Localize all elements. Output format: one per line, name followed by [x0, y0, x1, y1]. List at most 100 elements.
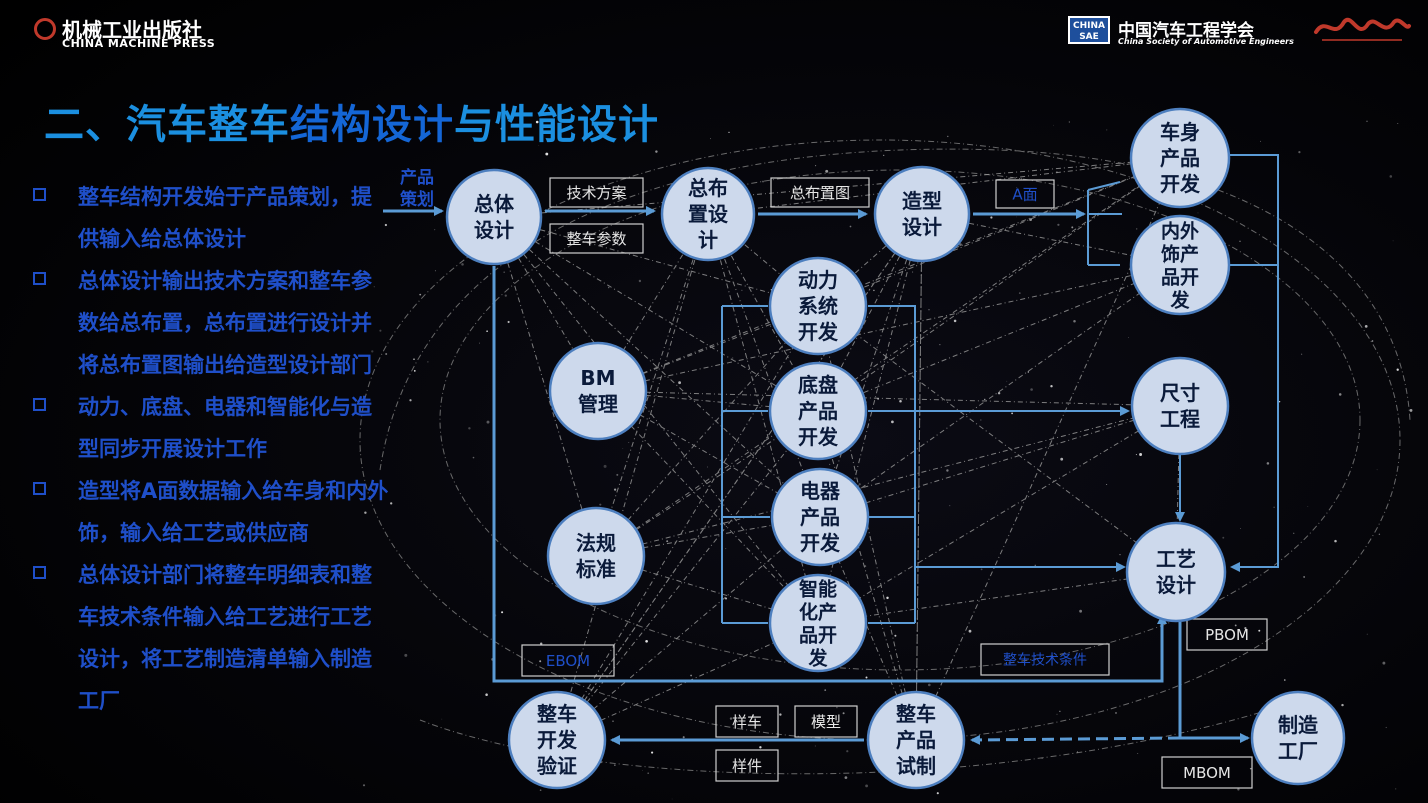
dependency-line — [556, 213, 923, 741]
star — [1385, 726, 1387, 729]
node-zaoxing: 造型设计 — [873, 165, 971, 263]
sae-badge-bottom: SAE — [1079, 32, 1099, 42]
tech-conditions-label-text: 整车技术条件 — [1003, 652, 1087, 669]
star — [557, 326, 558, 328]
pbom-label: PBOM — [1186, 618, 1268, 651]
node-label: 整车产品试制 — [895, 702, 936, 778]
star — [1273, 506, 1275, 508]
node-zongti: 总体设计 — [445, 168, 543, 266]
sample-car-label-text: 样车 — [732, 713, 762, 731]
star — [535, 120, 539, 124]
star — [622, 448, 624, 449]
square-bullet-icon — [33, 188, 46, 201]
node-label: 整车开发验证 — [536, 702, 578, 778]
node-shizhi: 整车产品试制 — [866, 690, 966, 790]
dependency-line — [595, 305, 819, 557]
star — [912, 271, 914, 273]
star — [678, 381, 681, 385]
star — [759, 746, 762, 749]
node-gongyi: 工艺设计 — [1125, 521, 1227, 623]
a-surface-label-text: A面 — [1012, 185, 1037, 203]
gear-icon — [34, 18, 56, 40]
bullet-text: 总体设计输出技术方案和整车参数给总布置，总布置进行设计并将总布置图输出给造型设计… — [78, 269, 372, 377]
star — [849, 225, 852, 228]
star — [507, 320, 510, 324]
star — [980, 568, 983, 571]
node-zhizao: 制造工厂 — [1250, 690, 1346, 786]
dependency-line — [556, 213, 709, 741]
flow-arrow — [492, 266, 1167, 683]
star — [1382, 661, 1386, 665]
star — [616, 473, 619, 476]
star — [603, 464, 607, 468]
star — [1240, 528, 1242, 529]
star — [728, 131, 730, 134]
star — [729, 717, 733, 720]
star — [886, 596, 889, 600]
star — [614, 764, 616, 766]
star — [947, 135, 949, 138]
star — [539, 660, 542, 663]
star — [873, 289, 875, 292]
mbom-label: MBOM — [1161, 756, 1253, 789]
dependency-line — [556, 516, 821, 741]
node-label: 制造工厂 — [1278, 713, 1319, 763]
star — [1020, 177, 1023, 180]
dependency-line — [817, 410, 917, 741]
star — [814, 745, 816, 747]
star — [741, 289, 743, 291]
star — [1338, 393, 1342, 396]
star — [1128, 337, 1129, 338]
bullet-list: 整车结构开发始于产品策划，提供输入给总体设计 总体设计输出技术方案和整车参数给总… — [30, 176, 390, 722]
node-label: 车身产品开发 — [1160, 120, 1201, 196]
star — [836, 706, 838, 709]
node-label: 底盘产品开发 — [798, 373, 839, 449]
star — [434, 270, 436, 272]
star — [946, 469, 949, 472]
star — [1222, 536, 1225, 539]
vehicle-params-label-text: 整车参数 — [566, 230, 626, 248]
star — [652, 359, 654, 361]
star — [725, 597, 727, 600]
star — [1079, 609, 1082, 613]
node-label: 法规标准 — [576, 531, 616, 581]
bullet-item: 造型将A面数据输入给车身和内外饰，输入给工艺或供应商 — [30, 470, 390, 554]
star — [628, 441, 630, 443]
star — [503, 271, 506, 274]
star — [538, 145, 540, 146]
star — [1006, 380, 1008, 382]
star — [379, 329, 382, 332]
dependency-line — [597, 157, 1181, 392]
star — [1050, 385, 1053, 388]
star — [1366, 633, 1368, 635]
star — [1334, 539, 1337, 543]
star — [486, 420, 490, 424]
tech-plan-label-text: 技术方案 — [566, 184, 626, 202]
star — [779, 713, 782, 716]
star — [1376, 469, 1378, 471]
node-zhineng: 智能化产品开发 — [768, 573, 868, 673]
dependency-line — [817, 571, 1177, 624]
star — [1112, 577, 1114, 579]
star — [1060, 457, 1064, 461]
dependency-line — [819, 213, 923, 518]
star — [891, 420, 894, 424]
star — [928, 308, 930, 311]
star — [671, 798, 673, 800]
model-label-text: 模型 — [811, 713, 841, 731]
dependency-line — [819, 264, 1181, 518]
dependency-line — [817, 405, 1181, 624]
star — [612, 720, 614, 723]
star — [1139, 453, 1143, 456]
ebom-label: EBOM — [521, 644, 615, 677]
dependency-dashed-lines — [493, 157, 1181, 741]
star — [846, 750, 849, 753]
star — [642, 770, 644, 771]
star — [707, 466, 708, 468]
star — [1371, 340, 1374, 342]
star — [959, 243, 962, 246]
star — [980, 419, 982, 421]
star — [651, 751, 654, 754]
star — [1366, 120, 1368, 122]
